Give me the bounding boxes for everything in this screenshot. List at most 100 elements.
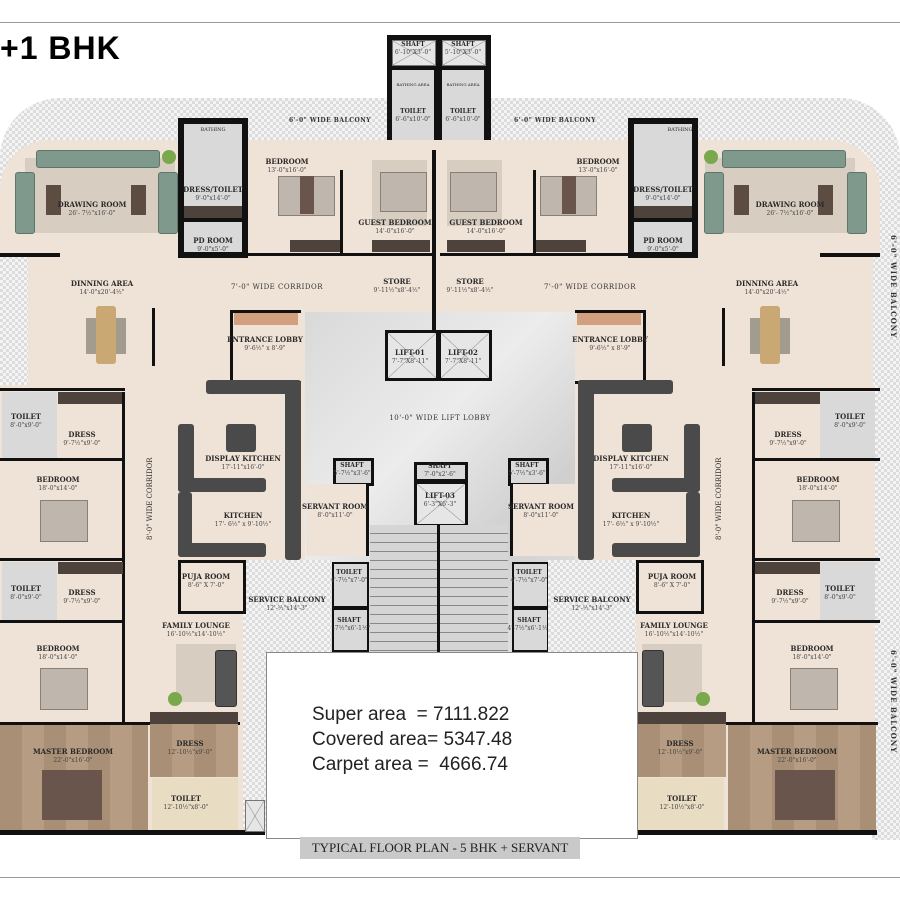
left-pd-room [184,222,242,252]
left-puja-room [178,560,246,614]
servant-shaft-right [512,608,549,652]
right-kitchen-counter-b [612,543,700,557]
left-guest-wall [340,170,343,255]
right-counter-side [578,380,594,560]
label-right-corridor-8: 8'-0" WIDE CORRIDOR [715,457,723,540]
core-center-wall [432,150,436,330]
right-bed-2 [790,668,838,710]
toilet-top-right [442,70,484,146]
right-master-wall-bottom [612,830,877,835]
left-bedroom-wardrobe [290,240,340,252]
super-area: Super area = 7111.822 [312,704,510,725]
left-dress-2-wardrobe [58,562,123,574]
left-wing-wall-2 [0,458,125,461]
right-kitchen-counter-r [686,492,700,557]
right-wall-top-band-2 [820,253,880,257]
left-wing-inner-wall [122,392,125,722]
left-counter-island-h [178,478,266,492]
left-counter-side [285,380,301,560]
left-family-sofa [215,650,237,707]
label-right-bathing: BATHING [667,127,693,133]
left-bed-1 [40,500,88,542]
left-master-dress-wardrobe [150,712,238,724]
left-plant [162,150,176,164]
right-wing-wall-3 [752,558,880,561]
right-counter-top [578,380,673,394]
servant-room-right [510,484,575,556]
left-guest-bed [380,172,427,212]
right-toilet-1 [820,392,875,460]
left-wing-wall-1 [0,388,125,391]
label-left-bathing: BATHING [200,127,226,133]
left-side-table-1 [46,185,61,215]
right-puja-room [636,560,704,614]
right-sofa-top [722,150,846,168]
left-toilet-1 [2,392,57,460]
right-entrance-counter [577,313,641,325]
servant-room-left [306,484,369,556]
left-toilet-2 [2,562,57,620]
courtyard-area-box [266,652,638,839]
lift-01 [385,330,439,381]
right-dining-table [760,306,780,364]
left-sofa-right [158,172,178,234]
right-wall-top-band [440,253,640,256]
right-wing-wall-2 [752,458,880,461]
carpet-area: Carpet area = 4666.74 [312,754,508,775]
right-balcony [872,250,900,840]
shaft-mid-right [508,458,549,486]
right-kitchen-island [622,424,652,452]
right-master-dress-wardrobe [638,712,726,724]
left-balcony [0,250,28,390]
stair-divider [437,525,440,652]
right-side-table-1 [734,185,749,215]
label-balcony-top-right: 6'-0" WIDE BALCONY [513,117,597,124]
right-dress-wardrobe [634,206,692,218]
left-dining-partition [152,308,155,366]
right-pd-room [634,222,692,252]
right-dress-1-wardrobe [755,392,820,404]
left-dining-table [96,306,116,364]
right-counter-island-h [612,478,700,492]
left-master-toilet [152,778,238,830]
shaft-top-left [392,40,436,66]
left-wall-top-band [0,253,60,257]
left-family-plant [168,692,182,706]
label-balcony-right-top: 6'-0" WIDE BALCONY [889,235,898,339]
right-guest-bed [450,172,497,212]
